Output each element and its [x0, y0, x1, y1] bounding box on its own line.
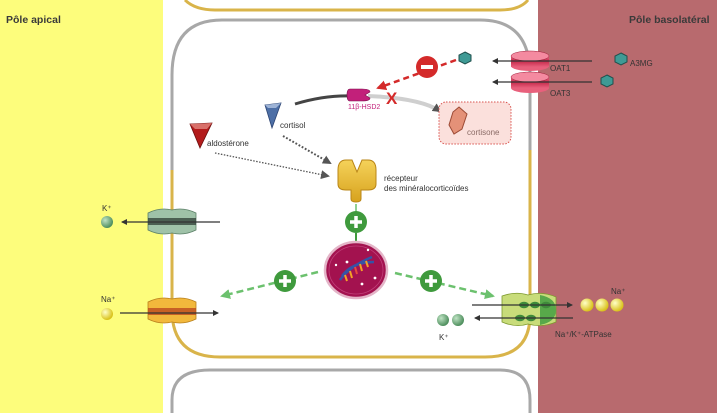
- na-k-atpase: [501, 292, 557, 326]
- atpase-label: Na⁺/K⁺-ATPase: [555, 330, 612, 339]
- k-ion-apical-label: K⁺: [102, 204, 112, 213]
- na-ion-basolateral-1: [580, 298, 594, 312]
- a3mg-label: A3MG: [630, 59, 653, 68]
- oat3-label: OAT3: [550, 89, 571, 98]
- 11b-hsd2-label: 11β-HSD2: [348, 104, 381, 111]
- aldosterone-molecule: [189, 122, 213, 149]
- k-ion-basolateral-1: [437, 314, 449, 326]
- nucleus: [323, 240, 389, 300]
- plus-icon: [350, 216, 362, 228]
- aldosterone-to-receptor-arrow: [214, 152, 330, 180]
- a3mg-molecule-extracellular-2: [600, 74, 614, 88]
- cortisone-molecule: [448, 106, 468, 135]
- k-ion-basolateral-2: [452, 314, 464, 326]
- plus-icon: [425, 275, 437, 287]
- k-ion-basolateral-label: K⁺: [439, 333, 449, 342]
- basolateral-pole-title: Pôle basolatéral: [629, 14, 710, 26]
- apical-pole-title: Pôle apical: [6, 14, 61, 26]
- plus-icon: [279, 275, 291, 287]
- receptor-label-line2: des minéralocorticoïdes: [384, 184, 469, 193]
- basolateral-region: [538, 0, 717, 413]
- mineralocorticoid-receptor: [337, 159, 377, 203]
- dna-icon: [338, 255, 375, 282]
- aldosterone-label: aldostérone: [207, 139, 249, 148]
- na-ion-basolateral-3: [610, 298, 624, 312]
- cortisone-label: cortisone: [467, 128, 500, 137]
- block-mark: X: [386, 89, 398, 108]
- nucleus-to-atpase-arrow: [394, 271, 495, 300]
- cortisol-label: cortisol: [280, 121, 306, 130]
- upper-neighbour-cell-membrane: [183, 0, 530, 12]
- cortisol-to-enzyme-path: [294, 94, 353, 106]
- enzyme-to-cortisone-path: [367, 94, 442, 113]
- apical-region: [0, 0, 163, 413]
- na-ion-apical: [101, 308, 113, 320]
- inhibition-arrow: [376, 58, 457, 91]
- a3mg-molecule-extracellular-1: [614, 52, 628, 66]
- 11b-hsd2-enzyme: [346, 88, 371, 102]
- receptor-label-line1: récepteur: [384, 174, 418, 183]
- nucleus-to-enac-arrow: [220, 270, 319, 299]
- cortisol-molecule: [264, 102, 282, 130]
- lower-neighbour-cell-membrane: [170, 368, 532, 413]
- a3mg-molecule-intracellular: [458, 51, 472, 65]
- oat1-label: OAT1: [550, 64, 571, 73]
- cell-membrane-lower: [170, 150, 532, 359]
- cortisol-to-receptor-arrow: [282, 135, 332, 164]
- na-ion-basolateral-2: [595, 298, 609, 312]
- na-channel-enac: [147, 297, 197, 324]
- na-ion-basolateral-label: Na⁺: [611, 287, 626, 296]
- minus-icon: [421, 65, 433, 69]
- na-ion-apical-label: Na⁺: [101, 295, 116, 304]
- k-ion-apical: [101, 216, 113, 228]
